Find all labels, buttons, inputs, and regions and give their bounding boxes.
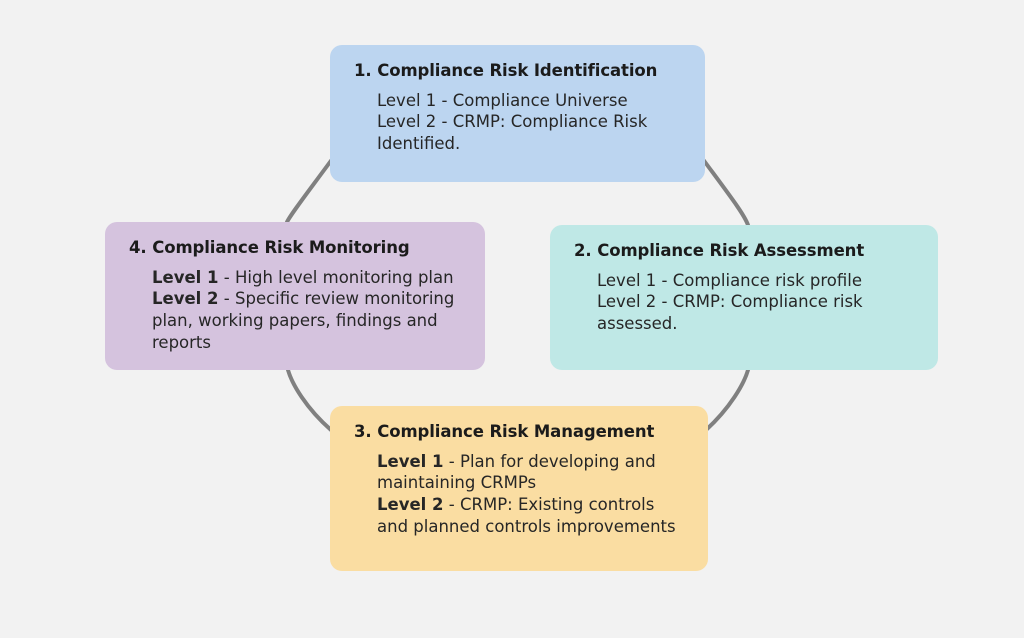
node-1-level-label-1: Level 1 <box>377 90 437 110</box>
node-2-line-2: Level 2 - CRMP: Compliance risk <box>597 291 916 313</box>
node-4-line-2: Level 2 - Specific review monitoring <box>152 288 463 310</box>
node-2-line-3: assessed. <box>597 313 916 335</box>
node-3-line-2: maintaining CRMPs <box>377 472 686 494</box>
node-1-line-3: Identified. <box>377 133 683 155</box>
node-4-level-label-1: Level 1 <box>152 267 219 287</box>
node-3-level-label-3: Level 2 <box>377 495 444 515</box>
node-2-line-text-2: - CRMP: Compliance risk <box>656 292 863 312</box>
node-4-line-1: Level 1 - High level monitoring plan <box>152 267 463 289</box>
node-3-line-text-2: maintaining CRMPs <box>377 473 537 493</box>
node-3-body: Level 1 - Plan for developing and mainta… <box>354 451 686 538</box>
node-3-title: 3. Compliance Risk Management <box>354 422 655 441</box>
node-2-level-label-1: Level 1 <box>597 270 657 290</box>
node-1-body: Level 1 - Compliance Universe Level 2 - … <box>354 90 683 155</box>
process-node-3[interactable]: 3. Compliance Risk Management Level 1 - … <box>330 406 708 571</box>
process-node-2[interactable]: 2. Compliance Risk Assessment Level 1 - … <box>550 225 938 370</box>
arc-node4-to-node3 <box>286 368 333 432</box>
arc-node1-to-node4 <box>285 156 335 224</box>
node-4-line-text-2: - Specific review monitoring <box>218 289 455 309</box>
node-4-line-3: plan, working papers, findings and <box>152 310 463 332</box>
node-4-line-text-1: - High level monitoring plan <box>218 267 454 287</box>
node-4-title: 4. Compliance Risk Monitoring <box>129 238 410 257</box>
arc-node2-to-node3 <box>704 368 750 432</box>
node-1-line-1: Level 1 - Compliance Universe <box>377 90 683 112</box>
node-3-line-text-4: and planned controls improvements <box>377 516 676 536</box>
process-node-4[interactable]: 4. Compliance Risk Monitoring Level 1 - … <box>105 222 485 370</box>
node-1-line-text-2: - CRMP: Compliance Risk <box>436 112 648 132</box>
node-2-title: 2. Compliance Risk Assessment <box>574 241 865 260</box>
node-2-line-text-3: assessed. <box>597 314 678 334</box>
node-1-line-2: Level 2 - CRMP: Compliance Risk <box>377 111 683 133</box>
node-4-line-4: reports <box>152 332 463 354</box>
node-3-line-3: Level 2 - CRMP: Existing controls <box>377 494 686 516</box>
node-2-line-1: Level 1 - Compliance risk profile <box>597 270 916 292</box>
node-4-level-label-2: Level 2 <box>152 289 219 309</box>
node-1-title: 1. Compliance Risk Identification <box>354 61 658 80</box>
node-3-line-text-1: - Plan for developing and <box>443 451 656 471</box>
node-3-level-label-1: Level 1 <box>377 451 444 471</box>
node-2-line-text-1: - Compliance risk profile <box>656 270 862 290</box>
node-3-line-1: Level 1 - Plan for developing and <box>377 451 686 473</box>
node-4-line-text-4: reports <box>152 332 211 352</box>
node-4-line-text-3: plan, working papers, findings and <box>152 311 438 331</box>
node-2-level-label-2: Level 2 <box>597 292 657 312</box>
process-node-1[interactable]: 1. Compliance Risk Identification Level … <box>330 45 705 182</box>
node-3-line-text-3: - CRMP: Existing controls <box>443 495 655 515</box>
node-4-body: Level 1 - High level monitoring plan Lev… <box>129 267 463 354</box>
node-3-line-4: and planned controls improvements <box>377 516 686 538</box>
node-1-level-label-2: Level 2 <box>377 112 437 132</box>
node-2-body: Level 1 - Compliance risk profile Level … <box>574 270 916 335</box>
arc-node1-to-node2 <box>700 156 750 227</box>
node-1-line-text-3: Identified. <box>377 134 461 154</box>
node-1-line-text-1: - Compliance Universe <box>436 90 628 110</box>
